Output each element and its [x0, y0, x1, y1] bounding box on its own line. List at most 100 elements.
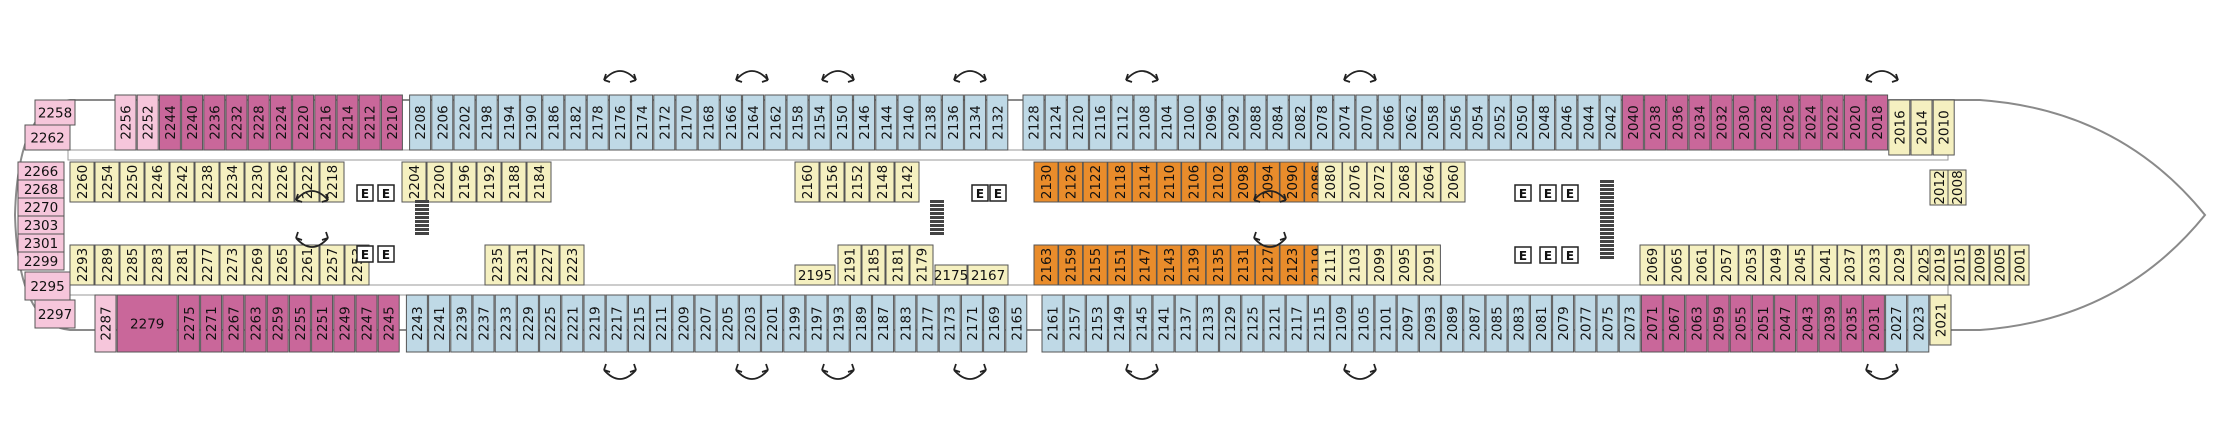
cabin-2062[interactable]: 2062: [1399, 94, 1422, 151]
cabin-2273[interactable]: 2273: [219, 244, 245, 286]
cabin-2089[interactable]: 2089: [1441, 294, 1464, 353]
cabin-2212[interactable]: 2212: [358, 94, 381, 151]
cabin-2104[interactable]: 2104: [1155, 94, 1178, 151]
cabin-2202[interactable]: 2202: [453, 94, 476, 151]
cabin-2255[interactable]: 2255: [288, 294, 311, 353]
cabin-2169[interactable]: 2169: [983, 294, 1006, 353]
cabin-2224[interactable]: 2224: [269, 94, 292, 151]
cabin-2228[interactable]: 2228: [247, 94, 270, 151]
cabin-2005[interactable]: 2005: [1989, 244, 2010, 286]
cabin-2061[interactable]: 2061: [1688, 244, 1714, 286]
cabin-2008[interactable]: 2008: [1947, 169, 1967, 206]
cabin-2021[interactable]: 2021: [1929, 294, 1952, 346]
cabin-2267[interactable]: 2267: [222, 294, 245, 353]
cabin-2136[interactable]: 2136: [941, 94, 964, 151]
cabin-2243[interactable]: 2243: [405, 294, 428, 353]
cabin-2265[interactable]: 2265: [269, 244, 295, 286]
cabin-2043[interactable]: 2043: [1796, 294, 1819, 353]
cabin-2227[interactable]: 2227: [534, 244, 560, 286]
cabin-2285[interactable]: 2285: [119, 244, 145, 286]
cabin-2156[interactable]: 2156: [819, 161, 845, 203]
cabin-2083[interactable]: 2083: [1507, 294, 1530, 353]
cabin-2151[interactable]: 2151: [1107, 244, 1133, 286]
cabin-2126[interactable]: 2126: [1058, 161, 1084, 203]
cabin-2271[interactable]: 2271: [200, 294, 223, 353]
cabin-2072[interactable]: 2072: [1366, 161, 1392, 203]
cabin-2185[interactable]: 2185: [861, 244, 886, 286]
cabin-2204[interactable]: 2204: [401, 161, 427, 203]
cabin-2259[interactable]: 2259: [266, 294, 289, 353]
cabin-2239[interactable]: 2239: [450, 294, 473, 353]
cabin-2232[interactable]: 2232: [225, 94, 248, 151]
cabin-2210[interactable]: 2210: [380, 94, 403, 151]
cabin-2074[interactable]: 2074: [1333, 94, 1356, 151]
cabin-2096[interactable]: 2096: [1200, 94, 1223, 151]
cabin-2018[interactable]: 2018: [1866, 94, 1889, 151]
cabin-2120[interactable]: 2120: [1066, 94, 1089, 151]
cabin-2073[interactable]: 2073: [1618, 294, 1641, 353]
cabin-2047[interactable]: 2047: [1774, 294, 1797, 353]
cabin-2128[interactable]: 2128: [1022, 94, 1045, 151]
cabin-2221[interactable]: 2221: [561, 294, 584, 353]
cabin-2173[interactable]: 2173: [938, 294, 961, 353]
cabin-2041[interactable]: 2041: [1812, 244, 1838, 286]
cabin-2270[interactable]: 2270: [17, 197, 65, 217]
cabin-2087[interactable]: 2087: [1463, 294, 1486, 353]
cabin-2069[interactable]: 2069: [1639, 244, 1665, 286]
cabin-2160[interactable]: 2160: [794, 161, 820, 203]
cabin-2238[interactable]: 2238: [194, 161, 220, 203]
cabin-2183[interactable]: 2183: [894, 294, 917, 353]
cabin-2075[interactable]: 2075: [1596, 294, 1619, 353]
cabin-2099[interactable]: 2099: [1366, 244, 1392, 286]
cabin-2211[interactable]: 2211: [650, 294, 673, 353]
cabin-2110[interactable]: 2110: [1156, 161, 1182, 203]
cabin-2098[interactable]: 2098: [1230, 161, 1256, 203]
cabin-2262[interactable]: 2262: [24, 124, 71, 151]
cabin-2269[interactable]: 2269: [244, 244, 270, 286]
cabin-2124[interactable]: 2124: [1044, 94, 1067, 151]
cabin-2101[interactable]: 2101: [1374, 294, 1397, 353]
cabin-2112[interactable]: 2112: [1111, 94, 1134, 151]
cabin-2035[interactable]: 2035: [1840, 294, 1863, 353]
cabin-2010[interactable]: 2010: [1932, 99, 1955, 156]
cabin-2263[interactable]: 2263: [244, 294, 267, 353]
cabin-2133[interactable]: 2133: [1196, 294, 1219, 353]
cabin-2303[interactable]: 2303: [17, 215, 65, 235]
cabin-2131[interactable]: 2131: [1230, 244, 1256, 286]
cabin-2189[interactable]: 2189: [849, 294, 872, 353]
cabin-2240[interactable]: 2240: [181, 94, 204, 151]
cabin-2235[interactable]: 2235: [484, 244, 510, 286]
cabin-2190[interactable]: 2190: [520, 94, 543, 151]
cabin-2207[interactable]: 2207: [694, 294, 717, 353]
cabin-2299[interactable]: 2299: [17, 251, 65, 271]
cabin-2252[interactable]: 2252: [136, 94, 159, 151]
cabin-2199[interactable]: 2199: [783, 294, 806, 353]
cabin-2277[interactable]: 2277: [194, 244, 220, 286]
cabin-2256[interactable]: 2256: [114, 94, 137, 151]
cabin-2016[interactable]: 2016: [1888, 99, 1911, 156]
cabin-2090[interactable]: 2090: [1279, 161, 1305, 203]
cabin-2188[interactable]: 2188: [501, 161, 527, 203]
cabin-2147[interactable]: 2147: [1131, 244, 1157, 286]
cabin-2014[interactable]: 2014: [1910, 99, 1933, 156]
cabin-2024[interactable]: 2024: [1799, 94, 1822, 151]
cabin-2251[interactable]: 2251: [311, 294, 334, 353]
cabin-2236[interactable]: 2236: [203, 94, 226, 151]
cabin-2103[interactable]: 2103: [1342, 244, 1368, 286]
cabin-2049[interactable]: 2049: [1763, 244, 1788, 286]
cabin-2020[interactable]: 2020: [1843, 94, 1866, 151]
cabin-2182[interactable]: 2182: [564, 94, 587, 151]
cabin-2138[interactable]: 2138: [919, 94, 942, 151]
cabin-2164[interactable]: 2164: [742, 94, 765, 151]
cabin-2042[interactable]: 2042: [1599, 94, 1622, 151]
cabin-2176[interactable]: 2176: [608, 94, 631, 151]
cabin-2144[interactable]: 2144: [875, 94, 898, 151]
cabin-2038[interactable]: 2038: [1644, 94, 1667, 151]
cabin-2246[interactable]: 2246: [144, 161, 170, 203]
cabin-2055[interactable]: 2055: [1729, 294, 1752, 353]
cabin-2143[interactable]: 2143: [1156, 244, 1182, 286]
cabin-2064[interactable]: 2064: [1415, 161, 1441, 203]
cabin-2102[interactable]: 2102: [1205, 161, 1231, 203]
cabin-2045[interactable]: 2045: [1787, 244, 1813, 286]
cabin-2249[interactable]: 2249: [333, 294, 356, 353]
